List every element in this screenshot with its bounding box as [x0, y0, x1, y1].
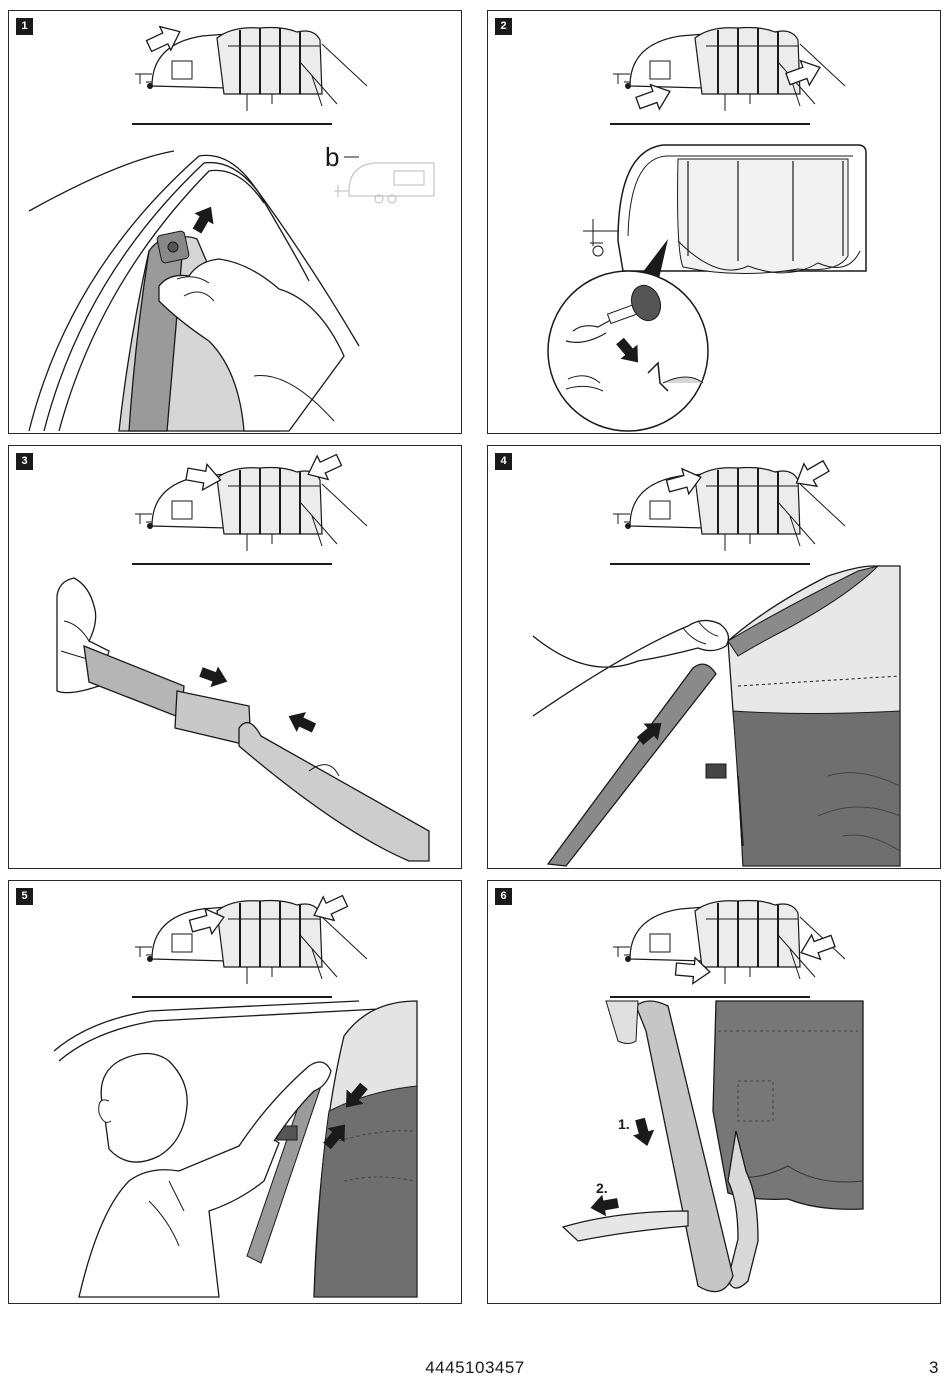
- step-2-panel: 2: [487, 10, 941, 434]
- document-code: 4445103457: [0, 1358, 950, 1378]
- step-4-panel: 4: [487, 445, 941, 869]
- step-1-panel: 1 b: [8, 10, 462, 434]
- step-6-illustration: 1. 2.: [488, 881, 941, 1304]
- side-letter: b: [325, 142, 339, 172]
- step-1-illustration: b: [9, 11, 462, 434]
- step-2-illustration: [488, 11, 941, 434]
- step-label-2: 2.: [596, 1180, 608, 1196]
- step-label-1: 1.: [618, 1116, 630, 1132]
- step-5-panel: 5: [8, 880, 462, 1304]
- step-5-illustration: [9, 881, 462, 1304]
- step-6-panel: 6 1. 2.: [487, 880, 941, 1304]
- page-number: 3: [929, 1358, 938, 1378]
- step-3-illustration: [9, 446, 462, 869]
- step-4-illustration: [488, 446, 941, 869]
- step-3-panel: 3: [8, 445, 462, 869]
